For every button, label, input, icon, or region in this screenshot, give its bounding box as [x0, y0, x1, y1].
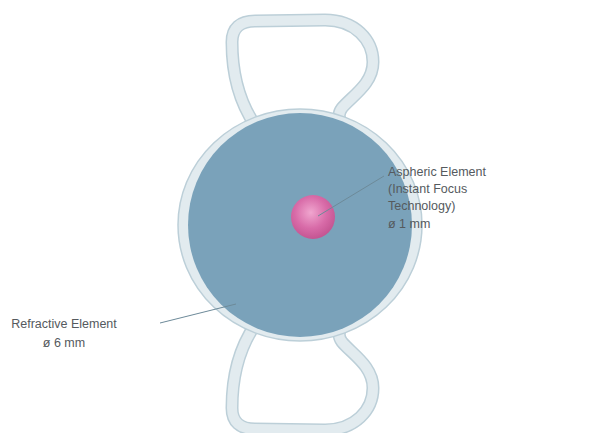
dimension-label: ø 1 mm — [388, 216, 496, 233]
leader-line — [160, 304, 236, 323]
refractive-element — [188, 113, 412, 337]
aspheric-element — [291, 195, 335, 239]
part-name: Aspheric Element (Instant Focus Technolo… — [388, 164, 496, 215]
lens-plate — [178, 109, 422, 341]
dimension-label: ø 6 mm — [43, 335, 85, 352]
part-name: Refractive Element — [11, 316, 117, 333]
leader-line — [318, 176, 384, 216]
